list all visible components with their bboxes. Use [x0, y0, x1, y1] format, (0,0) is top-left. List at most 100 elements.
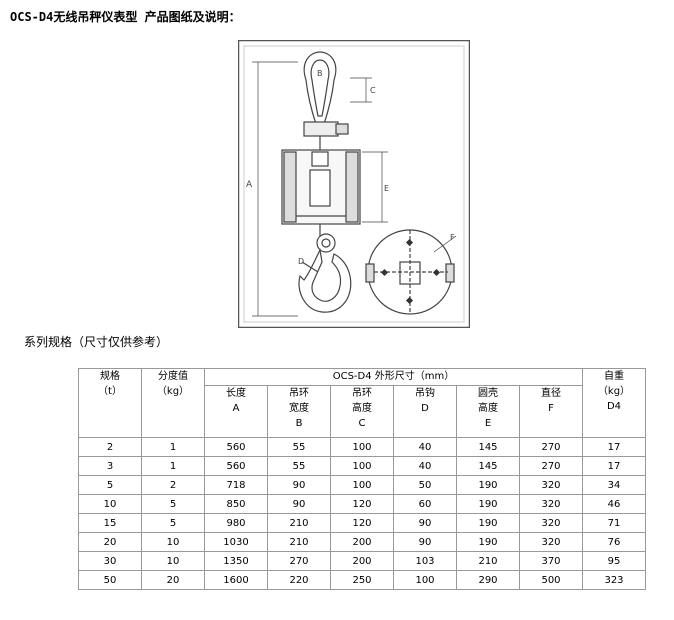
table-cell: 50	[393, 475, 457, 495]
header-shell-height-e: 圆壳 高度 E	[456, 385, 520, 438]
table-cell: 1600	[204, 570, 268, 590]
table-cell: 90	[393, 532, 457, 552]
table-cell: 320	[519, 494, 583, 514]
table-cell: 55	[267, 437, 331, 457]
table-cell: 90	[267, 494, 331, 514]
table-cell: 30	[78, 551, 142, 571]
table-cell: 5	[141, 513, 205, 533]
table-cell: 46	[582, 494, 646, 514]
table-cell: 1	[141, 437, 205, 457]
table-cell: 250	[330, 570, 394, 590]
table-cell: 40	[393, 437, 457, 457]
table-cell: 320	[519, 532, 583, 552]
table-cell: 210	[456, 551, 520, 571]
table-cell: 560	[204, 456, 268, 476]
subtitle: 系列规格（尺寸仅供参考）	[24, 335, 169, 349]
table-cell: 120	[330, 513, 394, 533]
table-cell: 850	[204, 494, 268, 514]
header-spec: 规格 （t）	[78, 368, 142, 438]
header-row-1: 规格 （t） 分度值 （kg） OCS-D4 外形尺寸（mm） 自重 （kg） …	[78, 368, 646, 438]
table-cell: 10	[141, 532, 205, 552]
table-cell: 17	[582, 456, 646, 476]
header-weight: 自重 （kg） D4	[582, 368, 646, 438]
table-cell: 190	[456, 475, 520, 495]
table-cell: 20	[78, 532, 142, 552]
dimension-label-d: D	[298, 257, 304, 266]
table-cell: 10	[141, 551, 205, 571]
table-cell: 323	[582, 570, 646, 590]
dimension-label-f: F	[450, 233, 455, 242]
table-cell: 718	[204, 475, 268, 495]
header-division: 分度值 （kg）	[141, 368, 205, 438]
table-cell: 95	[582, 551, 646, 571]
table-cell: 320	[519, 475, 583, 495]
dimension-a	[252, 61, 298, 317]
table-cell: 2	[141, 475, 205, 495]
table-cell: 40	[393, 456, 457, 476]
dimension-c	[350, 77, 372, 103]
table-cell: 3	[78, 456, 142, 476]
table-cell: 190	[456, 513, 520, 533]
table-cell: 290	[456, 570, 520, 590]
table-cell: 1030	[204, 532, 268, 552]
dimension-e	[362, 151, 388, 223]
scale-body	[281, 149, 361, 236]
table-cell: 200	[330, 532, 394, 552]
top-view	[365, 229, 457, 315]
table-cell: 100	[330, 437, 394, 457]
table-cell: 60	[393, 494, 457, 514]
page-title: OCS-D4无线吊秤仪表型 产品图纸及说明：	[10, 10, 241, 24]
header-ring-height-c: 吊环 高度 C	[330, 385, 394, 438]
table-cell: 2	[78, 437, 142, 457]
header-length-a: 长度 A	[204, 385, 268, 438]
spec-table: 规格 （t） 分度值 （kg） OCS-D4 外形尺寸（mm） 自重 （kg） …	[78, 368, 646, 590]
table-cell: 210	[267, 513, 331, 533]
table-cell: 17	[582, 437, 646, 457]
table-cell: 200	[330, 551, 394, 571]
table-cell: 76	[582, 532, 646, 552]
header-diameter-f: 直径 F	[519, 385, 583, 438]
header-hook-d: 吊钩 D	[393, 385, 457, 438]
table-cell: 34	[582, 475, 646, 495]
dimension-label-b: B	[317, 69, 323, 78]
table-cell: 270	[267, 551, 331, 571]
table-cell: 103	[393, 551, 457, 571]
table-cell: 50	[78, 570, 142, 590]
table-cell: 145	[456, 437, 520, 457]
table-cell: 980	[204, 513, 268, 533]
table-cell: 210	[267, 532, 331, 552]
table-cell: 20	[141, 570, 205, 590]
shackle	[303, 51, 349, 152]
table-cell: 220	[267, 570, 331, 590]
header-dims-group: OCS-D4 外形尺寸（mm）	[204, 368, 583, 386]
table-cell: 5	[141, 494, 205, 514]
table-cell: 100	[330, 456, 394, 476]
table-cell: 145	[456, 456, 520, 476]
product-drawing: A B C E D	[238, 40, 470, 328]
table-cell: 1350	[204, 551, 268, 571]
table-cell: 500	[519, 570, 583, 590]
table-cell: 90	[393, 513, 457, 533]
hook	[298, 233, 352, 313]
table-cell: 1	[141, 456, 205, 476]
top-view-bolts	[380, 238, 441, 305]
table-cell: 100	[330, 475, 394, 495]
header-ring-width-b: 吊环 宽度 B	[267, 385, 331, 438]
dimension-label-c: C	[370, 86, 376, 95]
table-cell: 370	[519, 551, 583, 571]
dimension-label-a: A	[246, 180, 253, 190]
table-cell: 560	[204, 437, 268, 457]
table-cell: 100	[393, 570, 457, 590]
dimension-label-e: E	[384, 184, 389, 193]
table-cell: 270	[519, 437, 583, 457]
table-cell: 15	[78, 513, 142, 533]
table-cell: 90	[267, 475, 331, 495]
